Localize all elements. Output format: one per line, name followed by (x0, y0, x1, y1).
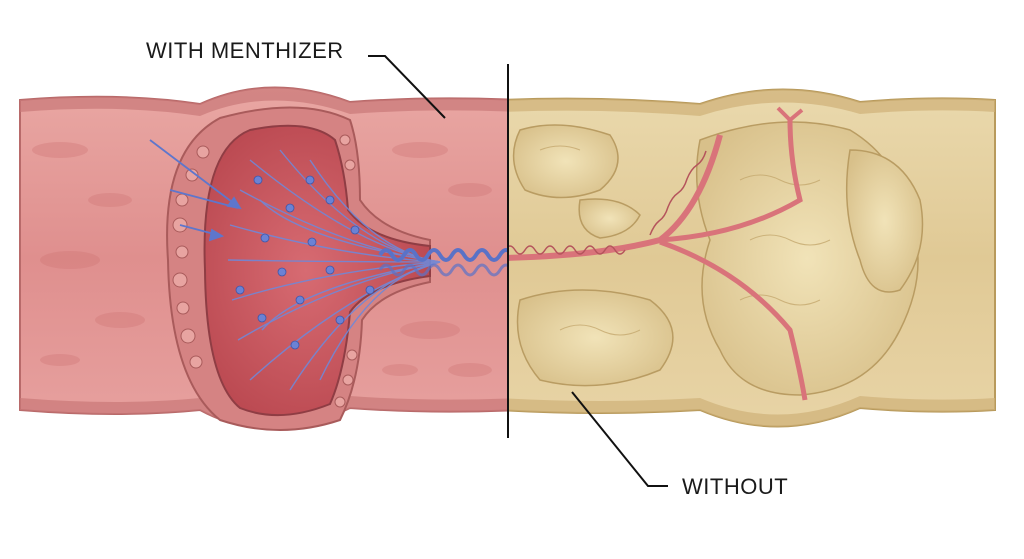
with-callout-leader (368, 55, 446, 119)
with-menthizer-label: WITH MENTHIZER (146, 38, 344, 63)
without-label: WITHOUT (682, 474, 789, 499)
without-callout-leader (571, 391, 668, 487)
blocked-vessel-segment (508, 88, 996, 428)
healthy-vessel-segment (19, 86, 508, 431)
